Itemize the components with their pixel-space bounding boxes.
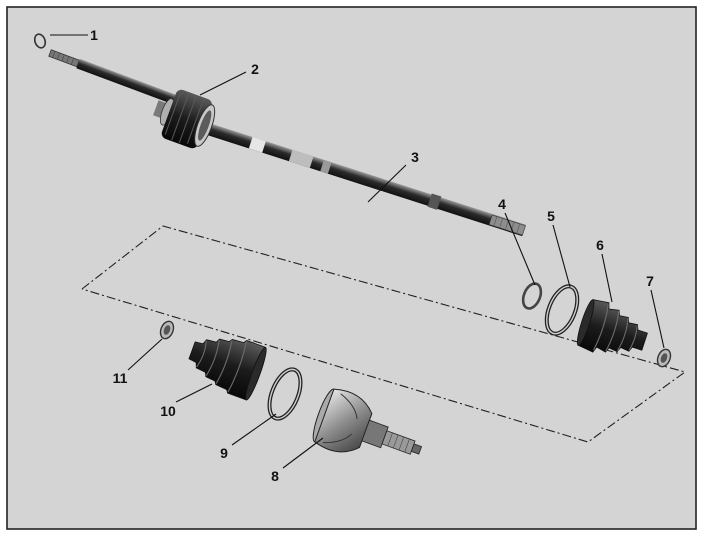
callout-4: 4: [498, 196, 506, 212]
part-boot-clamp-5: [544, 284, 580, 336]
leader-line-6: [601, 253, 613, 303]
callout-numbers: 1 2 3 4 5 6 7 8 9 10 11: [90, 27, 654, 484]
leader-lines: [50, 34, 665, 469]
callout-3: 3: [411, 149, 419, 165]
part-drive-shaft-3: [48, 49, 526, 237]
callout-5: 5: [547, 208, 555, 224]
part-boot-clamp-9: [267, 367, 303, 421]
leader-line-3: [367, 164, 407, 203]
leader-line-8: [282, 437, 324, 469]
callout-11: 11: [113, 370, 128, 386]
callout-1: 1: [90, 27, 98, 43]
assembly-guide-line: [81, 225, 687, 443]
callout-8: 8: [271, 468, 279, 484]
part-outer-boot-6: [576, 299, 648, 353]
part-inner-joint-2: [153, 89, 216, 149]
callout-2: 2: [251, 61, 259, 77]
leader-line-7: [650, 289, 665, 349]
leader-line-5: [552, 224, 571, 288]
leader-line-4: [504, 212, 536, 286]
part-small-clamp-11: [159, 320, 175, 340]
part-small-clamp-7: [656, 348, 672, 368]
part-retaining-ring-4: [521, 282, 543, 310]
callout-9: 9: [220, 445, 228, 461]
callout-10: 10: [160, 403, 176, 419]
callout-7: 7: [646, 273, 654, 289]
part-inner-boot-10: [188, 338, 267, 401]
leader-line-9: [231, 413, 277, 446]
part-outer-cv-joint-8: [312, 388, 423, 455]
leader-line-2: [199, 71, 247, 96]
part-circlip-1: [33, 33, 47, 49]
callout-6: 6: [596, 237, 604, 253]
leader-line-10: [175, 383, 213, 403]
leader-line-11: [127, 338, 163, 371]
